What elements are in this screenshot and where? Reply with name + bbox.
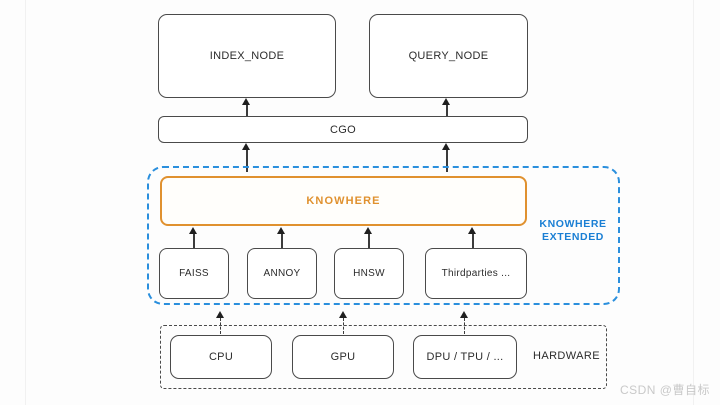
node-cgo-label: CGO — [330, 123, 356, 136]
engine-box-faiss[interactable]: FAISS — [159, 248, 229, 299]
knowhere-extended-label: KNOWHERE EXTENDED — [534, 218, 612, 244]
knowhere-extended-container — [147, 166, 620, 305]
arrow-gpu-to-extended — [343, 318, 344, 334]
arrowhead-knowhere-to-cgo-left — [242, 143, 250, 150]
arrow-knowhere-to-cgo-left — [246, 150, 248, 172]
node-knowhere[interactable]: KNOWHERE — [160, 176, 527, 226]
engine-label-annoy: ANNOY — [263, 268, 301, 279]
node-query-node[interactable]: QUERY_NODE — [369, 14, 528, 98]
arrowhead-cgo-to-index-node — [242, 98, 250, 105]
hardware-label-gpu: GPU — [330, 351, 356, 363]
arrow-dpu-to-extended — [464, 318, 465, 334]
hardware-section-label: HARDWARE — [533, 350, 600, 362]
arrowhead-gpu-to-extended — [339, 311, 347, 318]
watermark: CSDN @曹自标 — [619, 383, 710, 397]
engine-label-hnsw: HNSW — [353, 268, 385, 279]
engine-box-annoy[interactable]: ANNOY — [247, 248, 317, 299]
hardware-label-dpu-tpu: DPU / TPU / ... — [426, 351, 504, 363]
arrowhead-annoy-to-knowhere — [277, 227, 285, 234]
hardware-container — [160, 325, 607, 389]
arrowhead-thirdparties-to-knowhere — [468, 227, 476, 234]
arrowhead-faiss-to-knowhere — [189, 227, 197, 234]
arrow-hnsw-to-knowhere — [368, 234, 370, 248]
background-guide-right — [693, 0, 694, 405]
arrowhead-cgo-to-query-node — [442, 98, 450, 105]
knowhere-extended-label-line1: KNOWHERE — [539, 218, 607, 230]
engine-box-thirdparties[interactable]: Thirdparties ... — [425, 248, 527, 299]
arrow-cgo-to-query-node — [446, 104, 448, 117]
arrowhead-cpu-to-extended — [216, 311, 224, 318]
engine-label-thirdparties: Thirdparties ... — [441, 268, 511, 279]
knowhere-extended-label-line2: EXTENDED — [542, 231, 604, 243]
node-index-node[interactable]: INDEX_NODE — [158, 14, 336, 98]
node-knowhere-label: KNOWHERE — [306, 195, 381, 207]
arrow-annoy-to-knowhere — [281, 234, 283, 248]
hardware-label-cpu: CPU — [208, 351, 234, 363]
node-cgo[interactable]: CGO — [158, 116, 528, 143]
arrow-cgo-to-index-node — [246, 104, 248, 117]
node-index-node-label: INDEX_NODE — [209, 50, 285, 62]
hardware-box-gpu[interactable]: GPU — [292, 335, 394, 379]
arrow-faiss-to-knowhere — [193, 234, 195, 248]
engine-box-hnsw[interactable]: HNSW — [334, 248, 404, 299]
hardware-box-dpu-tpu[interactable]: DPU / TPU / ... — [413, 335, 517, 379]
arrow-thirdparties-to-knowhere — [472, 234, 474, 248]
background-guide-left — [25, 0, 26, 405]
arrowhead-hnsw-to-knowhere — [364, 227, 372, 234]
node-query-node-label: QUERY_NODE — [408, 50, 489, 62]
hardware-box-cpu[interactable]: CPU — [170, 335, 272, 379]
arrow-cpu-to-extended — [220, 318, 221, 334]
engine-label-faiss: FAISS — [179, 268, 209, 279]
arrowhead-dpu-to-extended — [460, 311, 468, 318]
arrow-knowhere-to-cgo-right — [446, 150, 448, 172]
arrowhead-knowhere-to-cgo-right — [442, 143, 450, 150]
